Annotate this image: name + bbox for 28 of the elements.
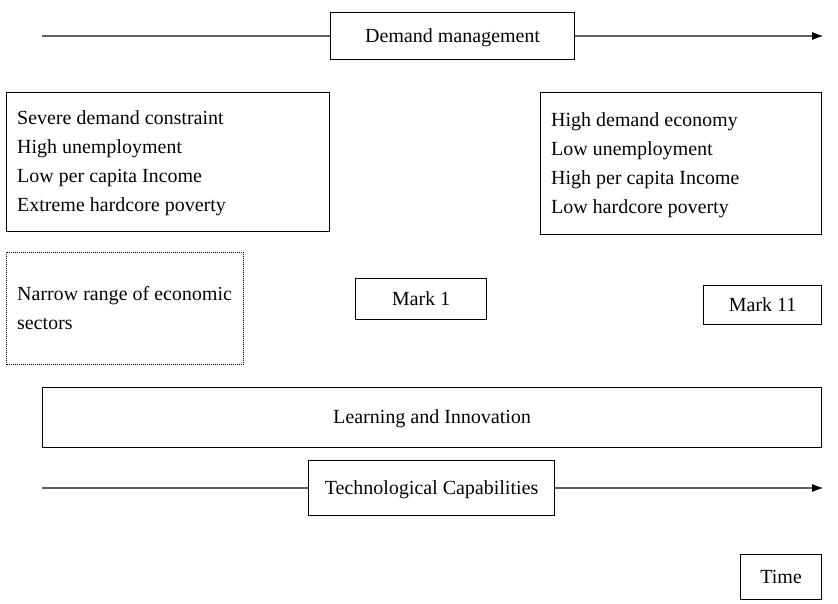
banner-box xyxy=(42,387,822,448)
box-text: Demand management xyxy=(364,24,541,48)
box-text: Mark 1 xyxy=(390,286,452,312)
arrow xyxy=(555,484,822,492)
text-box xyxy=(355,278,487,320)
box-text: Narrow range of economic sectors xyxy=(17,282,233,336)
text-box xyxy=(330,12,575,60)
box-text: Low per capita Income xyxy=(17,164,203,189)
box-text: Learning and Innovation xyxy=(332,405,532,430)
text-box xyxy=(6,252,244,365)
text-box xyxy=(703,285,822,325)
box-text: Mark 11 xyxy=(728,292,798,318)
box-text: Low hardcore poverty xyxy=(551,194,730,220)
box-text: High unemployment xyxy=(17,135,183,160)
box-text: Technological Capabilities xyxy=(324,476,540,500)
line xyxy=(42,35,330,37)
box-text: Severe demand constraint xyxy=(17,106,225,131)
arrow xyxy=(575,32,822,40)
line xyxy=(42,487,308,489)
box-text: Time xyxy=(759,564,803,590)
box-text: High per capita Income xyxy=(551,166,740,190)
text-box xyxy=(740,554,822,600)
box-text: High demand economy xyxy=(551,108,739,132)
text-box xyxy=(540,92,822,235)
text-box xyxy=(6,92,330,232)
text-box xyxy=(308,460,555,516)
box-text: Extreme hardcore poverty xyxy=(17,193,227,218)
box-text: Low unemployment xyxy=(551,136,714,162)
